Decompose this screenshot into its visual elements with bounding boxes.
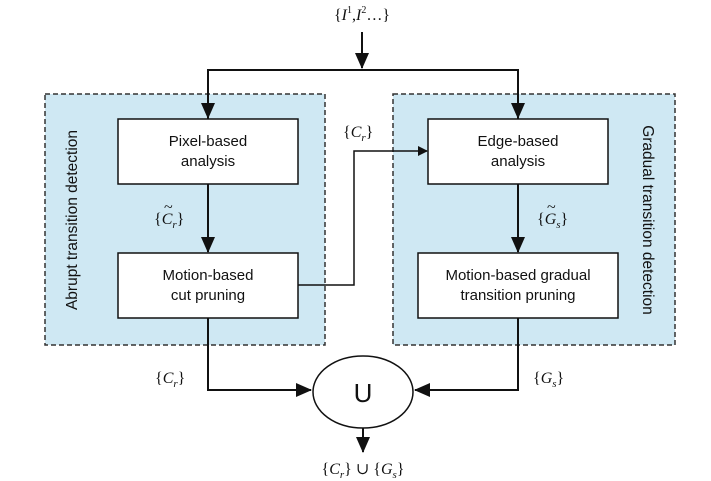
cut-pruning-line2: cut pruning xyxy=(171,287,245,304)
gradual-panel-title: Gradual transition detection xyxy=(639,125,656,315)
tilde-gs-label: {Gs} xyxy=(537,211,568,231)
left-output-line xyxy=(207,318,312,397)
right-output-label: {Gs} xyxy=(533,370,564,390)
pixel-analysis-box xyxy=(117,118,299,185)
gradual-pruning-line1: Motion-based gradual xyxy=(445,267,590,284)
left-output-label: {Cr} xyxy=(155,370,185,390)
tilde-cr-label: {Cr} xyxy=(154,211,184,231)
pixel-analysis-line1: Pixel-based xyxy=(169,133,247,150)
cr-connector-label: {Cr} xyxy=(343,124,373,144)
edge-analysis-line1: Edge-based xyxy=(478,133,559,150)
tilde-cr-accent: ~ xyxy=(164,199,173,216)
cut-to-edge-connector xyxy=(298,146,428,286)
gradual-pruning-line2: transition pruning xyxy=(460,287,575,304)
edge-analysis-box xyxy=(427,118,609,185)
cut-pruning-line1: Motion-based xyxy=(163,267,254,284)
cut-pruning-box xyxy=(117,252,299,319)
gradual-pruning-box xyxy=(417,252,619,319)
pixel-analysis-line2: analysis xyxy=(181,153,235,170)
union-symbol: U xyxy=(354,378,373,408)
right-output-line xyxy=(414,318,519,397)
final-output-label: {Cr}∪{Gs} xyxy=(322,461,405,481)
abrupt-panel-title: Abrupt transition detection xyxy=(64,130,81,310)
edge-analysis-line2: analysis xyxy=(491,153,545,170)
tilde-gs-accent: ~ xyxy=(547,199,556,216)
input-set-label: {I1,I2…} xyxy=(334,5,390,24)
